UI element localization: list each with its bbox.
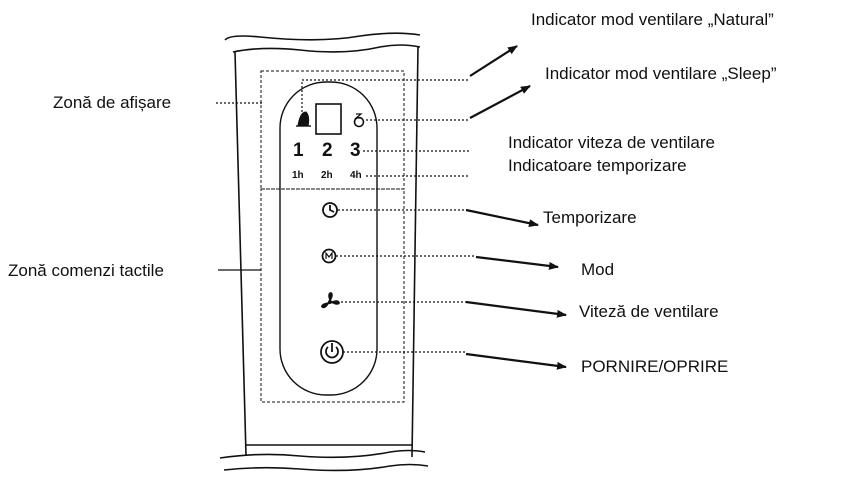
speed-3-indicator: 3: [350, 140, 361, 161]
device-body: [219, 32, 429, 472]
arrow-timer: [465, 208, 539, 228]
timer-1h-indicator: 1h: [292, 170, 304, 181]
digit-display: [315, 103, 342, 135]
arrow-mode: [475, 255, 559, 270]
mode-icon: [321, 248, 337, 264]
touch-zone-label: Zonă comenzi tactile: [8, 261, 164, 280]
natural-mode-label: Indicator mod ventilare „Natural”: [531, 10, 774, 29]
fan-speed-label: Viteză de ventilare: [579, 302, 719, 321]
timer-label: Temporizare: [543, 208, 637, 227]
control-strip: [279, 81, 378, 396]
fan-speed-indicator-label: Indicator viteza de ventilare: [508, 133, 715, 152]
sleep-mode-label: Indicator mod ventilare „Sleep”: [545, 64, 777, 83]
mode-label: Mod: [581, 260, 615, 279]
timer-indicators-label: Indicatoare temporizare: [508, 156, 687, 175]
timer-icon: [322, 202, 338, 218]
display-zone-label: Zonă de afișare: [53, 93, 172, 112]
arrow-fan: [465, 300, 567, 318]
power-icon: [320, 340, 344, 364]
power-label: PORNIRE/OPRIRE: [581, 357, 729, 376]
sleep-mode-icon: [353, 113, 365, 128]
arrow-natural: [469, 45, 518, 77]
zone-outlines: [260, 70, 405, 403]
arrow-power: [465, 352, 567, 370]
natural-mode-icon: [296, 111, 311, 127]
timer-2h-indicator: 2h: [321, 170, 333, 181]
speed-1-indicator: 1: [293, 140, 304, 161]
speed-2-indicator: 2: [322, 140, 333, 161]
fan-icon: [321, 292, 340, 309]
arrow-sleep: [469, 85, 531, 119]
timer-4h-indicator: 4h: [350, 170, 362, 181]
arrows: [465, 45, 567, 370]
touch-zone-box: [260, 188, 405, 403]
leader-lines: [216, 79, 474, 353]
